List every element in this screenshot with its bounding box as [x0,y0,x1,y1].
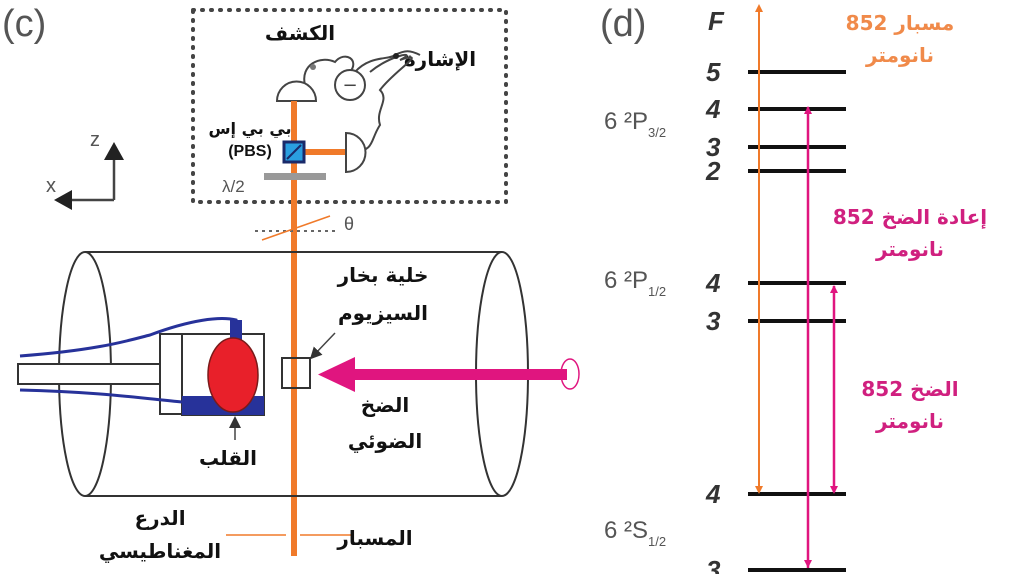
minus-sign: − [342,75,357,96]
subtractor-icon [334,69,366,101]
cell-label-line1: خلية بخار [337,263,429,287]
core-icon [207,337,259,413]
pump-beam [345,369,567,380]
cable-bottom [19,388,183,404]
probe-wavelength-line2: نانومتر [865,43,934,67]
level-f-number: 2 [705,156,721,186]
level-f-number: 4 [705,479,721,509]
detection-box [191,8,508,204]
level-f-number: 5 [706,57,721,87]
circular-polarization-icon [560,358,580,390]
theta-label: θ [344,214,354,234]
repump-wavelength-line2: نانومتر [875,237,944,261]
signal-label: الإشارة [404,47,476,71]
state-s12: 6 ²S1/2 [604,517,666,549]
pump-wavelength-line2: نانومتر [875,409,944,433]
axis-z-label: z [90,129,100,151]
half-wave-plate [264,173,326,180]
axes-icon [54,142,124,210]
polarization-angle [261,215,331,241]
f-label: F [708,6,725,36]
panel-d-label: (d) [600,3,646,45]
level-f-number: 3 [706,555,721,574]
level-f-number: 4 [705,268,721,298]
half-wave-label: λ/2 [222,177,245,196]
probe-wavelength-line1: مسبار 852 [846,11,955,35]
pbs-label-en: (PBS) [228,143,272,160]
level-f-number: 3 [706,132,721,162]
pbs-label-ar: بي بي إس [208,119,291,139]
probe-label: المسبار [336,526,412,550]
cable-top [19,317,238,358]
pump-label-line2: الضوئي [348,429,422,454]
detector-top-icon [275,80,318,102]
detector-wire [303,53,413,153]
axis-x-label: x [46,175,56,197]
state-p12: 6 ²P1/2 [604,267,666,299]
cell-label-line2: السيزيوم [338,301,428,325]
panel-c-label: (c) [2,3,46,45]
pump-wavelength-line1: الضخ 852 [861,377,958,401]
pump-label-line1: الضخ [361,393,410,417]
repump-wavelength-line1: إعادة الضخ 852 [833,205,987,229]
core-label: القلب [199,446,257,470]
shield-label-line1: الدرع [134,506,185,530]
detection-label: الكشف [265,21,335,45]
detector-side-icon [345,131,367,174]
level-f-number: 4 [705,94,721,124]
level-f-number: 3 [706,306,721,336]
state-p32: 6 ²P3/2 [604,108,666,140]
cesium-cell [281,357,311,389]
shield-label-line2: المغناطيسي [99,539,221,564]
